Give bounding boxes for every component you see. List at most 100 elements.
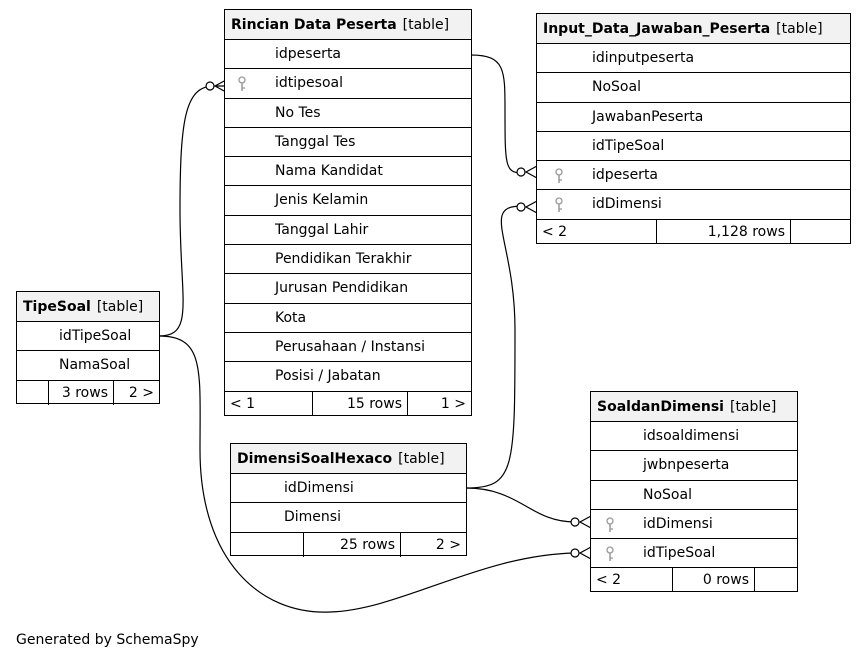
column-name: NoSoal: [643, 486, 692, 503]
table-name: Input_Data_Jawaban_Peserta: [543, 21, 771, 37]
table-column-row[interactable]: idsoaldimensi: [591, 422, 797, 452]
column-name: JawabanPeserta: [592, 108, 704, 125]
table-column-row[interactable]: jwbnpeserta: [591, 451, 797, 481]
table-soaldandimensi[interactable]: SoaldanDimensi [table] idsoaldimensi jwbnp…: [590, 391, 798, 593]
table-footer: 3 rows 2 >: [17, 380, 159, 405]
table-name: DimensiSoalHexaco: [237, 451, 393, 467]
column-name: idDimensi: [284, 480, 354, 496]
footer-row-count: 15 rows: [313, 391, 408, 416]
footer-parents[interactable]: < 2: [591, 568, 673, 593]
generated-by-footer: Generated by SchemaSpy: [16, 632, 199, 648]
column-name: idpeserta: [275, 46, 342, 62]
footer-children[interactable]: 1 >: [440, 395, 466, 412]
table-input-data-jawaban-peserta[interactable]: Input_Data_Jawaban_Peserta [table] idinpu…: [536, 13, 851, 244]
table-footer: < 2 1,128 rows: [537, 219, 850, 244]
table-header: Rincian Data Peserta [table]: [225, 10, 471, 40]
column-name: NoSoal: [592, 79, 641, 96]
column-name: Tanggal Lahir: [275, 221, 369, 238]
column-name: Kota: [275, 309, 307, 326]
table-column-row[interactable]: NoSoal: [591, 481, 797, 510]
column-name: idDimensi: [592, 196, 662, 213]
column-name: idTipeSoal: [59, 328, 132, 344]
table-column-row[interactable]: Tanggal Tes: [225, 128, 471, 158]
rel-rincian-input: [470, 54, 523, 174]
column-name: idTipeSoal: [643, 545, 716, 562]
footer-parents[interactable]: [231, 532, 304, 557]
table-column-row[interactable]: idTipeSoal: [537, 132, 850, 162]
column-name: Tanggal Tes: [275, 133, 356, 150]
table-column-row[interactable]: Nama Kandidat: [225, 157, 471, 187]
footer-parents[interactable]: [17, 380, 49, 405]
table-column-row[interactable]: JawabanPeserta: [537, 103, 850, 132]
column-name: No Tes: [275, 104, 321, 121]
column-name: Jurusan Pendidikan: [275, 280, 409, 297]
rel-dimensi-soal: [465, 487, 576, 523]
table-column-row[interactable]: Jurusan Pendidikan: [225, 274, 471, 304]
table-column-row[interactable]: NoSoal: [537, 73, 850, 103]
footer-parents[interactable]: < 2: [537, 219, 657, 244]
column-name: idinputpeserta: [592, 50, 695, 66]
table-tag: [table]: [398, 451, 445, 467]
column-name: Pendidikan Terakhir: [275, 251, 412, 268]
foreign-key-icon: [238, 76, 246, 92]
table-column-row[interactable]: Perusahaan / Instansi: [225, 333, 471, 363]
table-column-row[interactable]: Tanggal Lahir: [225, 216, 471, 246]
footer-row-count: 25 rows: [304, 532, 401, 557]
table-column-row[interactable]: idinputpeserta: [537, 44, 850, 74]
foreign-key-icon: [555, 168, 563, 184]
table-header: TipeSoal [table]: [17, 292, 159, 322]
footer-row-count: 3 rows: [49, 380, 114, 405]
table-header: SoaldanDimensi [table]: [591, 392, 797, 422]
table-column-row[interactable]: idtipesoal: [225, 69, 471, 99]
table-column-row[interactable]: Kota: [225, 304, 471, 333]
table-column-row[interactable]: Dimensi: [231, 503, 466, 533]
column-name: Dimensi: [284, 509, 341, 526]
table-column-row[interactable]: NamaSoal: [17, 351, 159, 381]
table-column-row[interactable]: Jenis Kelamin: [225, 186, 471, 216]
table-tag: [table]: [402, 17, 450, 33]
column-name: Nama Kandidat: [275, 163, 383, 180]
footer-row-count: 1,128 rows: [657, 219, 791, 244]
table-column-row[interactable]: Pendidikan Terakhir: [225, 245, 471, 275]
column-name: Jenis Kelamin: [275, 192, 369, 209]
footer-children[interactable]: [755, 568, 797, 592]
column-name: jwbnpeserta: [643, 457, 730, 474]
foreign-key-icon: [606, 517, 614, 532]
footer-children[interactable]: 2 >: [435, 536, 461, 553]
table-header: Input_Data_Jawaban_Peserta [table]: [537, 14, 850, 44]
table-tag: [table]: [776, 21, 823, 37]
table-name: SoaldanDimensi: [597, 399, 724, 415]
table-name: Rincian Data Peserta: [231, 17, 397, 33]
column-name: idsoaldimensi: [643, 428, 740, 444]
footer-children[interactable]: [791, 220, 850, 244]
table-column-row[interactable]: No Tes: [225, 99, 471, 128]
footer-row-count: 0 rows: [673, 568, 755, 593]
table-column-row[interactable]: Posisi / Jabatan: [225, 362, 471, 392]
table-rincian-data-peserta[interactable]: Rincian Data Peserta [table] idpeserta idt…: [224, 9, 472, 416]
footer-children[interactable]: 2 >: [128, 384, 154, 401]
table-name: TipeSoal: [23, 299, 91, 315]
table-header: DimensiSoalHexaco [table]: [231, 444, 466, 474]
foreign-key-icon: [606, 546, 614, 562]
table-column-row[interactable]: idDimensi: [591, 510, 797, 540]
table-column-row[interactable]: idTipeSoal: [17, 322, 159, 352]
table-column-row[interactable]: idpeserta: [225, 40, 471, 70]
footer-parents[interactable]: < 1: [225, 391, 313, 416]
table-column-row[interactable]: idpeserta: [537, 161, 850, 191]
table-footer: < 1 15 rows 1 >: [225, 391, 471, 416]
column-name: idpeserta: [592, 167, 659, 184]
table-column-row[interactable]: idTipeSoal: [591, 539, 797, 569]
column-name: Posisi / Jabatan: [275, 368, 381, 385]
column-name: NamaSoal: [59, 357, 131, 374]
table-tag: [table]: [729, 399, 777, 415]
table-column-row[interactable]: idDimensi: [537, 190, 850, 220]
table-footer: < 2 0 rows: [591, 568, 797, 593]
table-tag: [table]: [96, 299, 144, 315]
table-column-row[interactable]: idDimensi: [231, 474, 466, 504]
